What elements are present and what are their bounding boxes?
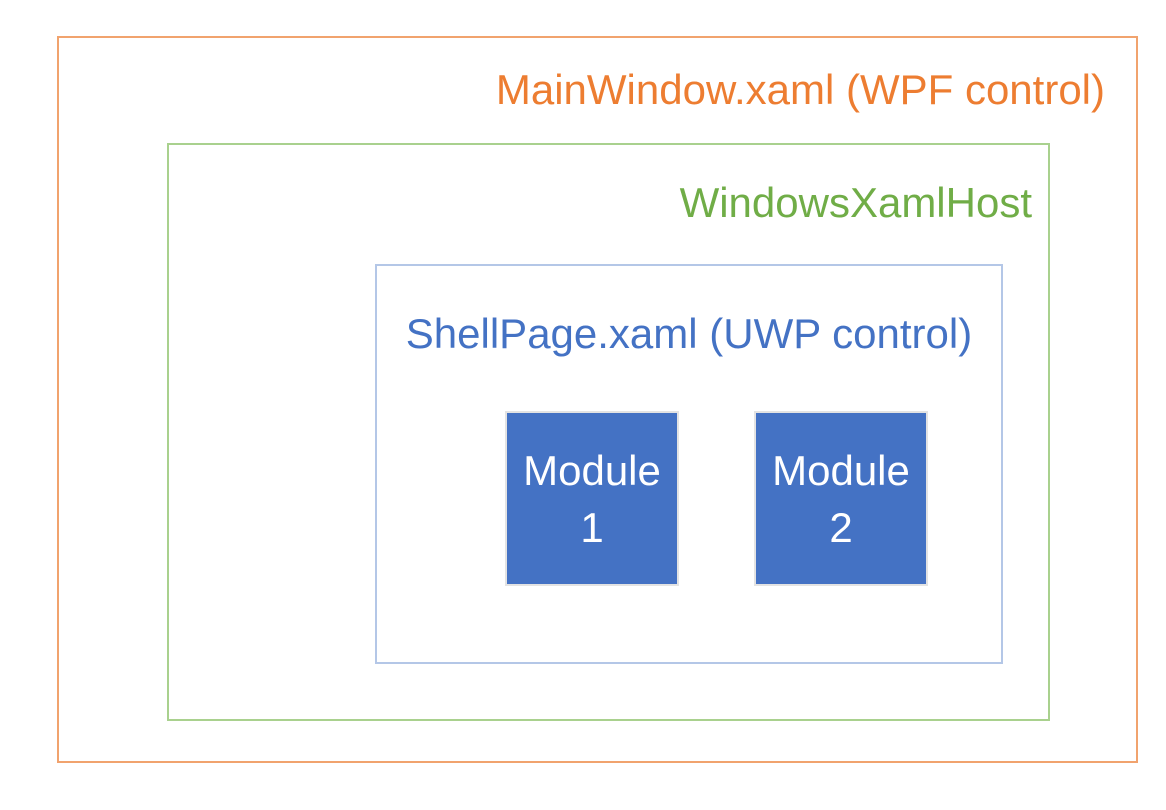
windowsxamlhost-label: WindowsXamlHost — [679, 179, 1032, 226]
module-1-name: Module — [523, 446, 661, 494]
mainwindow-wpf-label: MainWindow.xaml (WPF control) — [495, 66, 1105, 113]
module-2-box: Module 2 — [754, 411, 928, 586]
windowsxamlhost-box: WindowsXamlHost ShellPage.xaml (UWP cont… — [167, 143, 1050, 721]
shellpage-uwp-label: ShellPage.xaml (UWP control) — [405, 310, 973, 357]
module-1-box: Module 1 — [505, 411, 679, 586]
module-1-number: 1 — [580, 503, 604, 551]
module-2-number: 2 — [829, 503, 853, 551]
module-2-name: Module — [772, 446, 910, 494]
shellpage-uwp-box: ShellPage.xaml (UWP control) Module 1 Mo… — [375, 264, 1003, 664]
mainwindow-wpf-box: MainWindow.xaml (WPF control) WindowsXam… — [57, 36, 1138, 763]
